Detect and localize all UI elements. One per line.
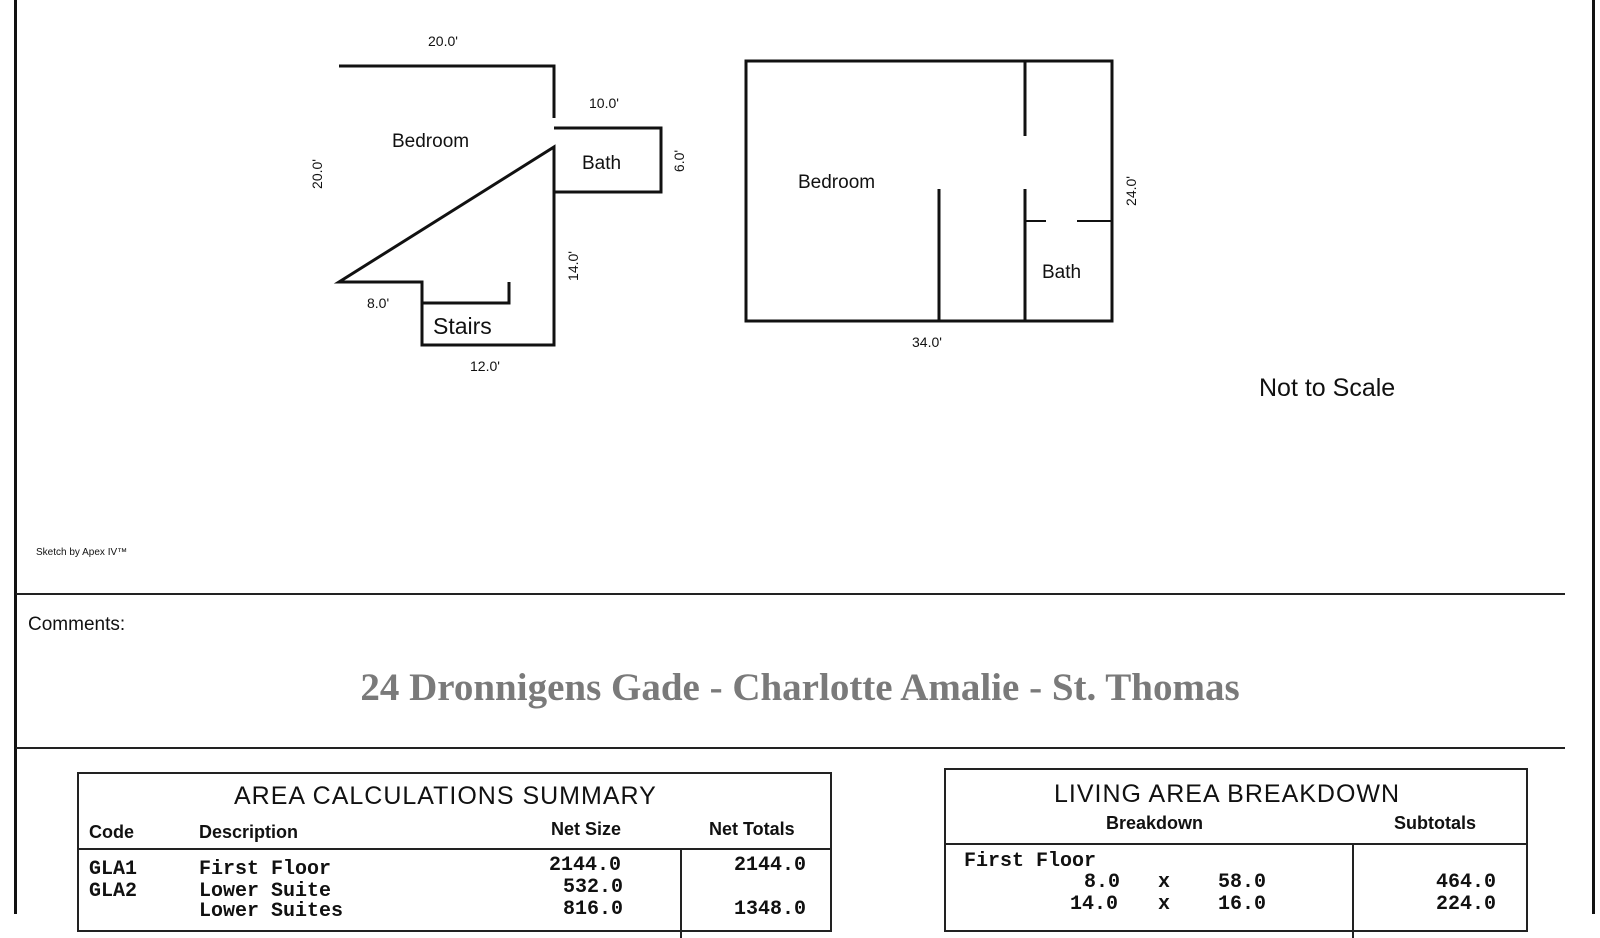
area-header-net-totals: Net Totals bbox=[709, 819, 795, 839]
living-header-breakdown: Breakdown bbox=[1106, 813, 1204, 833]
dim-left-side: 20.0' bbox=[309, 159, 325, 189]
dim-stairs-step: 8.0' bbox=[367, 295, 389, 311]
table-row: 16.0 bbox=[1218, 893, 1267, 916]
table-row: 14.0 bbox=[1070, 893, 1119, 916]
living-section-label: First Floor bbox=[964, 850, 1097, 873]
table-row: GLA1 bbox=[89, 858, 138, 881]
living-table-title: LIVING AREA BREAKDOWN bbox=[1054, 780, 1401, 808]
area-header-code: Code bbox=[89, 822, 134, 842]
room-label-left-bedroom: Bedroom bbox=[392, 131, 469, 152]
dim-lower-side: 14.0' bbox=[565, 251, 581, 281]
page-border-left bbox=[14, 0, 17, 914]
living-area-table: LIVING AREA BREAKDOWN Breakdown Subtotal… bbox=[944, 768, 1528, 938]
left-unit-walls bbox=[333, 64, 556, 347]
table-row: x bbox=[1158, 893, 1171, 916]
table-row: 2144.0 bbox=[549, 854, 622, 877]
page-border-right bbox=[1592, 0, 1595, 914]
area-calculations-table: AREA CALCULATIONS SUMMARY Code Descripti… bbox=[77, 772, 832, 938]
stairs-walls bbox=[422, 282, 511, 305]
dim-left-top: 20.0' bbox=[428, 33, 458, 49]
not-to-scale-note: Not to Scale bbox=[1259, 374, 1396, 402]
table-row: 464.0 bbox=[1436, 871, 1497, 894]
area-header-rule bbox=[79, 848, 830, 850]
comments-label: Comments: bbox=[28, 614, 126, 635]
table-row: 2144.0 bbox=[734, 854, 807, 877]
area-table-title: AREA CALCULATIONS SUMMARY bbox=[234, 782, 657, 810]
dim-right-bottom: 34.0' bbox=[912, 334, 942, 350]
section-divider-bottom bbox=[16, 747, 1565, 749]
left-bath-walls bbox=[554, 126, 663, 194]
area-header-net-size: Net Size bbox=[551, 819, 622, 839]
floor-plan-sketch: Bedroom Bath Stairs Bedroom Bath 20.0' 2… bbox=[309, 33, 1139, 374]
table-row: x bbox=[1158, 871, 1171, 894]
right-unit-walls bbox=[744, 59, 1114, 323]
room-label-stairs: Stairs bbox=[433, 313, 492, 339]
living-header-subtotals: Subtotals bbox=[1394, 813, 1477, 833]
dim-bath-side: 6.0' bbox=[671, 150, 687, 172]
table-row: 58.0 bbox=[1218, 871, 1267, 894]
table-row: First Floor bbox=[199, 858, 332, 881]
table-row: Lower Suites bbox=[199, 900, 344, 923]
living-column-rule bbox=[1352, 843, 1354, 938]
table-row: 224.0 bbox=[1436, 893, 1497, 916]
area-column-rule bbox=[680, 848, 682, 938]
living-header-rule bbox=[946, 843, 1526, 845]
table-row: 8.0 bbox=[1084, 871, 1121, 894]
area-header-description: Description bbox=[199, 822, 299, 842]
dim-stairs-bottom: 12.0' bbox=[470, 358, 500, 374]
table-row: Lower Suite bbox=[199, 880, 332, 903]
table-row: 532.0 bbox=[563, 876, 624, 899]
room-label-left-bath: Bath bbox=[582, 153, 621, 174]
table-row: 816.0 bbox=[563, 898, 624, 921]
property-address: 24 Dronnigens Gade - Charlotte Amalie - … bbox=[360, 666, 1240, 709]
section-divider-top bbox=[16, 593, 1565, 595]
room-label-right-bedroom: Bedroom bbox=[798, 172, 875, 193]
sketch-credit: Sketch by Apex IV™ bbox=[36, 547, 128, 558]
dim-bath-top: 10.0' bbox=[589, 95, 619, 111]
dim-right-side: 24.0' bbox=[1123, 176, 1139, 206]
room-label-right-bath: Bath bbox=[1042, 262, 1081, 283]
table-row: GLA2 bbox=[89, 880, 138, 903]
table-row: 1348.0 bbox=[734, 898, 807, 921]
